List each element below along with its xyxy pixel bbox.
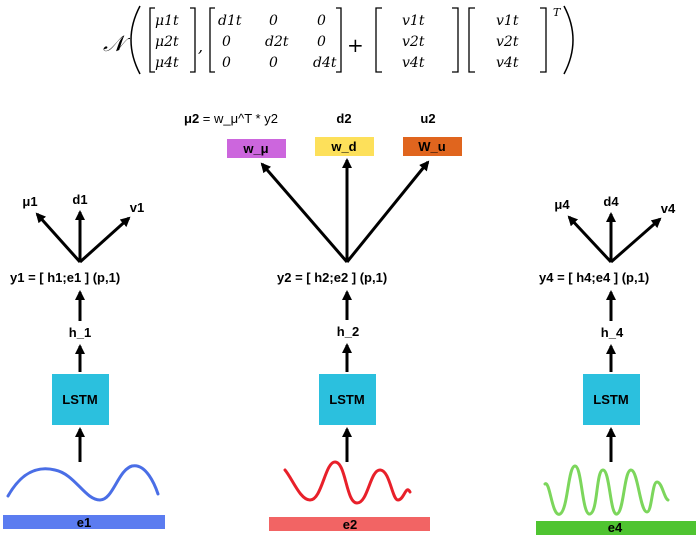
v-entry: v2t xyxy=(402,34,425,50)
output-v1: v1 xyxy=(130,200,144,215)
h4-label: h_4 xyxy=(601,325,624,340)
lstm-label: LSTM xyxy=(329,392,364,407)
vt-entry: v4t xyxy=(496,55,519,71)
arrow-to-mu4 xyxy=(567,215,613,264)
lstm-box-4 xyxy=(583,374,640,425)
lstm-label: LSTM xyxy=(593,392,628,407)
signal-wave-e2 xyxy=(283,460,412,505)
w-u-label: W_u xyxy=(418,139,446,154)
lstm-box-1 xyxy=(52,374,109,425)
mu-entry: μ1t xyxy=(155,13,179,29)
d-matrix: d1t 0 0 0 d2t 0 0 0 d4t xyxy=(218,13,337,71)
output-mu4: μ4 xyxy=(554,197,570,212)
v-entry: v1t xyxy=(402,13,425,29)
column-1: μ1 d1 v1 y1 = [ h1;e1 ] (p,1) h_1 LSTM e… xyxy=(3,192,165,530)
mu-bracket-right xyxy=(190,7,196,73)
h2-label: h_2 xyxy=(337,324,359,339)
u-head-caption: u2 xyxy=(420,111,435,126)
lstm-box-2 xyxy=(319,374,376,425)
column-2: y2 = [ h2;e2 ] (p,1) h_2 LSTM e2 xyxy=(260,158,430,532)
column-3: μ4 d4 v4 y4 = [ h4;e4 ] (p,1) h_4 LSTM e… xyxy=(536,194,696,535)
d-bracket-left xyxy=(209,7,215,73)
d-matrix-entry: 0 xyxy=(317,34,326,50)
d-matrix-entry: d1t xyxy=(218,13,242,29)
mu-head-caption: μ2 = w_μ^T * y2 xyxy=(184,111,278,126)
output-mu1: μ1 xyxy=(22,194,37,209)
w-u-box xyxy=(403,137,462,156)
d-matrix-entry: d4t xyxy=(313,55,337,71)
y1-label: y1 = [ h1;e1 ] (p,1) xyxy=(10,270,120,285)
d-matrix-entry: 0 xyxy=(317,13,326,29)
formula-comma: , xyxy=(198,37,203,56)
w-mu-label: w_μ xyxy=(242,141,268,156)
mu-caption-bold: μ2 xyxy=(184,111,199,126)
d-matrix-entry: d2t xyxy=(265,34,289,50)
mu-caption-rest: = w_μ^T * y2 xyxy=(199,111,278,126)
arrow-to-mu1 xyxy=(35,212,82,264)
y4-label: y4 = [ h4;e4 ] (p,1) xyxy=(539,270,649,285)
arrow-to-v4 xyxy=(610,217,662,264)
output-d1: d1 xyxy=(72,192,87,207)
d-head-caption: d2 xyxy=(336,111,351,126)
signal-wave-e1 xyxy=(6,464,160,502)
outer-left-paren xyxy=(130,5,141,75)
input-bar-e2 xyxy=(269,517,430,531)
vt-bracket-left xyxy=(468,7,475,73)
lstm-label: LSTM xyxy=(62,392,97,407)
e2-label: e2 xyxy=(343,517,357,532)
d-matrix-entry: 0 xyxy=(222,34,231,50)
output-v4: v4 xyxy=(661,201,676,216)
v-bracket-right xyxy=(452,7,459,73)
vt-entry: v1t xyxy=(496,13,519,29)
mu-entry: μ4t xyxy=(155,55,179,71)
normal-dist-symbol: 𝒩 xyxy=(103,32,131,57)
transpose-superscript: T xyxy=(553,6,562,19)
arrow-y2-to-w-u xyxy=(345,160,430,263)
mu-entry: μ2t xyxy=(155,34,179,50)
vt-bracket-right xyxy=(540,7,547,73)
arrow-to-v1 xyxy=(78,216,131,264)
y2-label: y2 = [ h2;e2 ] (p,1) xyxy=(277,270,387,285)
mu-bracket-left xyxy=(149,7,155,73)
formula-plus: + xyxy=(347,33,364,57)
e4-label: e4 xyxy=(608,520,623,535)
d-matrix-entry: 0 xyxy=(222,55,231,71)
arrow-y2-to-w-mu xyxy=(260,162,349,263)
v-bracket-left xyxy=(375,7,382,73)
h1-label: h_1 xyxy=(69,325,91,340)
vt-entry: v2t xyxy=(496,34,519,50)
w-d-label: w_d xyxy=(330,139,356,154)
head-weight-boxes: w_μ w_d W_u xyxy=(227,137,462,158)
output-d4: d4 xyxy=(603,194,619,209)
gaussian-formula: 𝒩 μ1t μ2t μ4t , d1t 0 0 0 d2t 0 0 0 d4t + v1t v2… xyxy=(103,5,574,75)
w-d-box xyxy=(315,137,374,156)
e1-label: e1 xyxy=(77,515,91,530)
input-bar-e4 xyxy=(536,521,696,535)
head-captions: μ2 = w_μ^T * y2 d2 u2 xyxy=(184,111,436,126)
w-mu-box xyxy=(227,139,286,158)
v-entry: v4t xyxy=(402,55,425,71)
input-bar-e1 xyxy=(3,515,165,529)
d-bracket-right xyxy=(336,7,342,73)
d-matrix-entry: 0 xyxy=(269,55,278,71)
outer-right-paren xyxy=(563,5,574,75)
signal-wave-e4 xyxy=(543,464,670,516)
d-matrix-entry: 0 xyxy=(269,13,278,29)
